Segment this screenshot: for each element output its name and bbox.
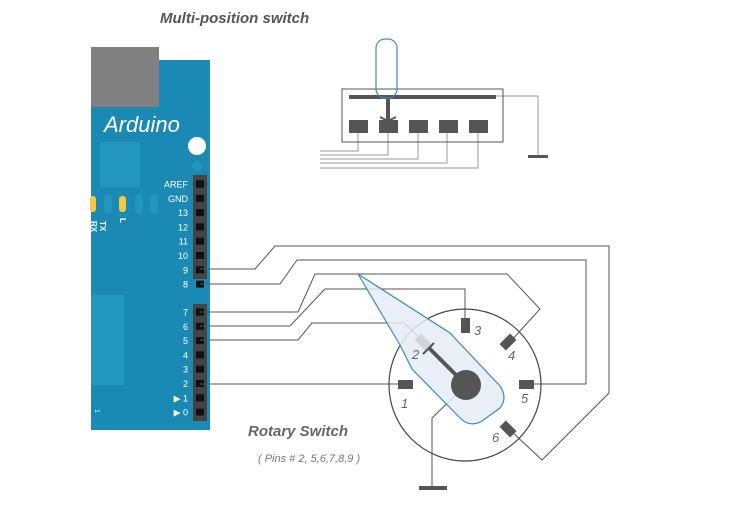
pin-label: 6 xyxy=(183,322,188,332)
pin-label: 7 xyxy=(183,308,188,318)
rotary-shaft xyxy=(451,370,481,400)
pin-label: AREF xyxy=(164,180,189,190)
led-rx xyxy=(90,196,96,212)
pin-label: 12 xyxy=(178,222,188,232)
rotary-body xyxy=(388,308,542,462)
wire-pin8 xyxy=(200,259,587,385)
slide-lever[interactable] xyxy=(375,38,398,99)
wire-pin9 xyxy=(200,245,610,461)
terminal-1-pad xyxy=(398,380,413,389)
board-mark: 1 xyxy=(93,409,100,413)
header-pin[interactable] xyxy=(196,194,204,202)
terminal-4-pad xyxy=(499,333,517,351)
arduino-logo: Arduino xyxy=(102,112,180,137)
header-pin[interactable] xyxy=(196,351,204,359)
pin-label: 3 xyxy=(183,365,188,375)
header-pin[interactable] xyxy=(196,252,204,259)
terminal-3-label: 3 xyxy=(474,323,482,338)
header-strip-bottom xyxy=(193,304,207,421)
header-pin[interactable] xyxy=(196,223,204,231)
ground-symbol-slide xyxy=(528,155,548,158)
led-label-tx: TX xyxy=(98,221,107,232)
header-pin[interactable] xyxy=(196,408,204,416)
arrow-down-icon xyxy=(386,98,390,120)
led-l xyxy=(119,196,126,212)
led-label-l: L xyxy=(118,218,127,223)
terminal-3-pad xyxy=(461,318,470,333)
pin-label: 10 xyxy=(178,251,188,261)
pin-label: 11 xyxy=(179,237,188,247)
rotary-wires xyxy=(200,245,610,487)
header-pin[interactable] xyxy=(196,237,204,245)
usb-connector xyxy=(91,47,159,107)
arduino-board: Arduino RX TX L 1 AREF GND 13 12 11 10 9 8 7 6 5 4… xyxy=(89,47,210,430)
pin-label: 4 xyxy=(183,350,188,360)
pin-label: GND xyxy=(168,194,189,204)
wire-pin6 xyxy=(200,288,466,327)
terminal-6-pad xyxy=(499,420,517,438)
pin-label: 2 xyxy=(183,379,188,389)
terminal-5-pad xyxy=(519,380,534,389)
slide-contact-bar xyxy=(349,95,496,99)
header-pin[interactable] xyxy=(196,394,204,402)
led-label-rx: RX xyxy=(89,221,98,233)
header-pin[interactable] xyxy=(196,337,204,345)
ground-symbol-rotary xyxy=(419,486,447,490)
pin-label: 9 xyxy=(183,265,188,275)
pin-label: 5 xyxy=(183,336,188,346)
terminal-1-label: 1 xyxy=(401,396,408,411)
header-pin[interactable] xyxy=(196,180,204,188)
header-pin[interactable] xyxy=(196,365,204,373)
slide-switch-body xyxy=(341,88,504,143)
pin-label: 8 xyxy=(183,280,188,290)
rotary-switch-title: Rotary Switch xyxy=(248,423,348,440)
slide-switch-title: Multi-position switch xyxy=(160,10,309,27)
mounting-hole xyxy=(188,137,206,155)
terminal-4-label: 4 xyxy=(508,348,515,363)
rotary-switch: 1 2 3 4 5 6 xyxy=(357,273,542,490)
wire-pin7 xyxy=(200,273,541,343)
rotary-pins-note: ( Pins # 2, 5,6,7,8,9 ) xyxy=(258,453,360,465)
terminal-2-label: 2 xyxy=(411,347,420,362)
pin-label: ▶ 1 xyxy=(174,393,188,403)
header-pin[interactable] xyxy=(196,266,204,274)
pin-label: 13 xyxy=(178,208,188,218)
terminal-5-label: 5 xyxy=(521,391,529,406)
header-pin[interactable] xyxy=(196,209,204,217)
slide-switch xyxy=(320,38,548,169)
terminal-6-label: 6 xyxy=(492,430,500,445)
pin-label: ▶ 0 xyxy=(174,408,188,418)
